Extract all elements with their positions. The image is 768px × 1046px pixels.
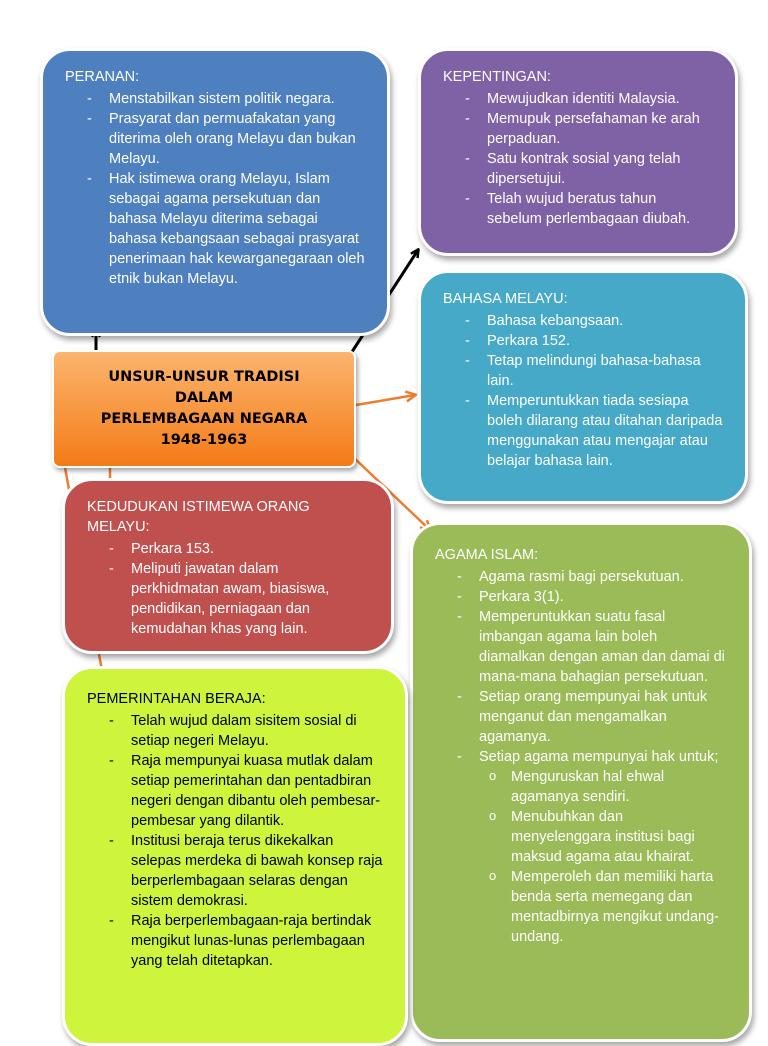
central-title-line: PERLEMBAGAAN NEGARA — [100, 411, 308, 427]
kepentingan-item: Memupuk persefahaman ke arah perpaduan. — [443, 109, 713, 149]
bahasa-melayu-box: BAHASA MELAYU: Bahasa kebangsaan. Perkar… — [418, 270, 748, 504]
bahasa-item: Tetap melindungi bahasa-bahasa lain. — [443, 351, 723, 391]
bahasa-item: Bahasa kebangsaan. — [443, 311, 723, 331]
agama-item: Setiap agama mempunyai hak untuk; Mengur… — [435, 747, 727, 947]
kedudukan-heading: KEDUDUKAN ISTIMEWA ORANG MELAYU: — [87, 499, 310, 535]
peranan-heading: PERANAN: — [65, 69, 140, 85]
peranan-item: Hak istimewa orang Melayu, Islam sebagai… — [65, 169, 365, 289]
central-topic-box: UNSUR-UNSUR TRADISI DALAM PERLEMBAGAAN N… — [52, 350, 356, 468]
kedudukan-item: Meliputi jawatan dalam perkhidmatan awam… — [87, 559, 369, 639]
peranan-item: Prasyarat dan permuafakatan yang diterim… — [65, 109, 365, 169]
agama-item: Perkara 3(1). — [435, 587, 727, 607]
agama-islam-box: AGAMA ISLAM: Agama rasmi bagi persekutua… — [410, 522, 752, 1042]
kepentingan-box: KEPENTINGAN: Mewujudkan identiti Malaysi… — [418, 48, 738, 256]
agama-heading: AGAMA ISLAM: — [435, 547, 539, 563]
central-title-line: UNSUR-UNSUR TRADISI — [108, 369, 300, 385]
agama-item: Agama rasmi bagi persekutuan. — [435, 567, 727, 587]
bahasa-heading: BAHASA MELAYU: — [443, 291, 568, 307]
kedudukan-item: Perkara 153. — [87, 539, 369, 559]
kepentingan-item: Mewujudkan identiti Malaysia. — [443, 89, 713, 109]
central-title-line: 1948-1963 — [160, 432, 248, 448]
peranan-box: PERANAN: Menstabilkan sistem politik neg… — [40, 48, 390, 336]
kepentingan-heading: KEPENTINGAN: — [443, 69, 551, 85]
pemerintahan-beraja-box: PEMERINTAHAN BERAJA: Telah wujud dalam s… — [62, 666, 408, 1046]
pemerintahan-item: Telah wujud dalam sisitem sosial di seti… — [87, 711, 383, 751]
peranan-item: Menstabilkan sistem politik negara. — [65, 89, 365, 109]
agama-item: Setiap orang mempunyai hak untuk menganu… — [435, 687, 727, 747]
bahasa-item: Perkara 152. — [443, 331, 723, 351]
kedudukan-istimewa-box: KEDUDUKAN ISTIMEWA ORANG MELAYU: Perkara… — [62, 478, 394, 654]
kepentingan-item: Satu kontrak sosial yang telah dipersetu… — [443, 149, 713, 189]
central-title-line: DALAM — [174, 390, 234, 406]
agama-item-text: Setiap agama mempunyai hak untuk; — [479, 749, 719, 765]
pemerintahan-heading: PEMERINTAHAN BERAJA: — [87, 691, 266, 707]
agama-subitem: Menubuhkan dan menyelenggara institusi b… — [479, 806, 727, 867]
pemerintahan-item: Raja mempunyai kuasa mutlak dalam setiap… — [87, 751, 383, 831]
agama-subitem: Memperoleh dan memiliki harta benda sert… — [479, 866, 727, 947]
pemerintahan-item: Raja berperlembagaan-raja bertindak meng… — [87, 911, 383, 971]
arrow-to-bahasa — [355, 395, 415, 407]
bahasa-item: Memperuntukkan tiada sesiapa boleh dilar… — [443, 391, 723, 471]
pemerintahan-item: Institusi beraja terus dikekalkan selepa… — [87, 831, 383, 911]
kepentingan-item: Telah wujud beratus tahun sebelum perlem… — [443, 189, 713, 229]
agama-subitem: Menguruskan hal ehwal agamanya sendiri. — [479, 766, 727, 807]
agama-item: Memperuntukkan suatu fasal imbangan agam… — [435, 607, 727, 687]
